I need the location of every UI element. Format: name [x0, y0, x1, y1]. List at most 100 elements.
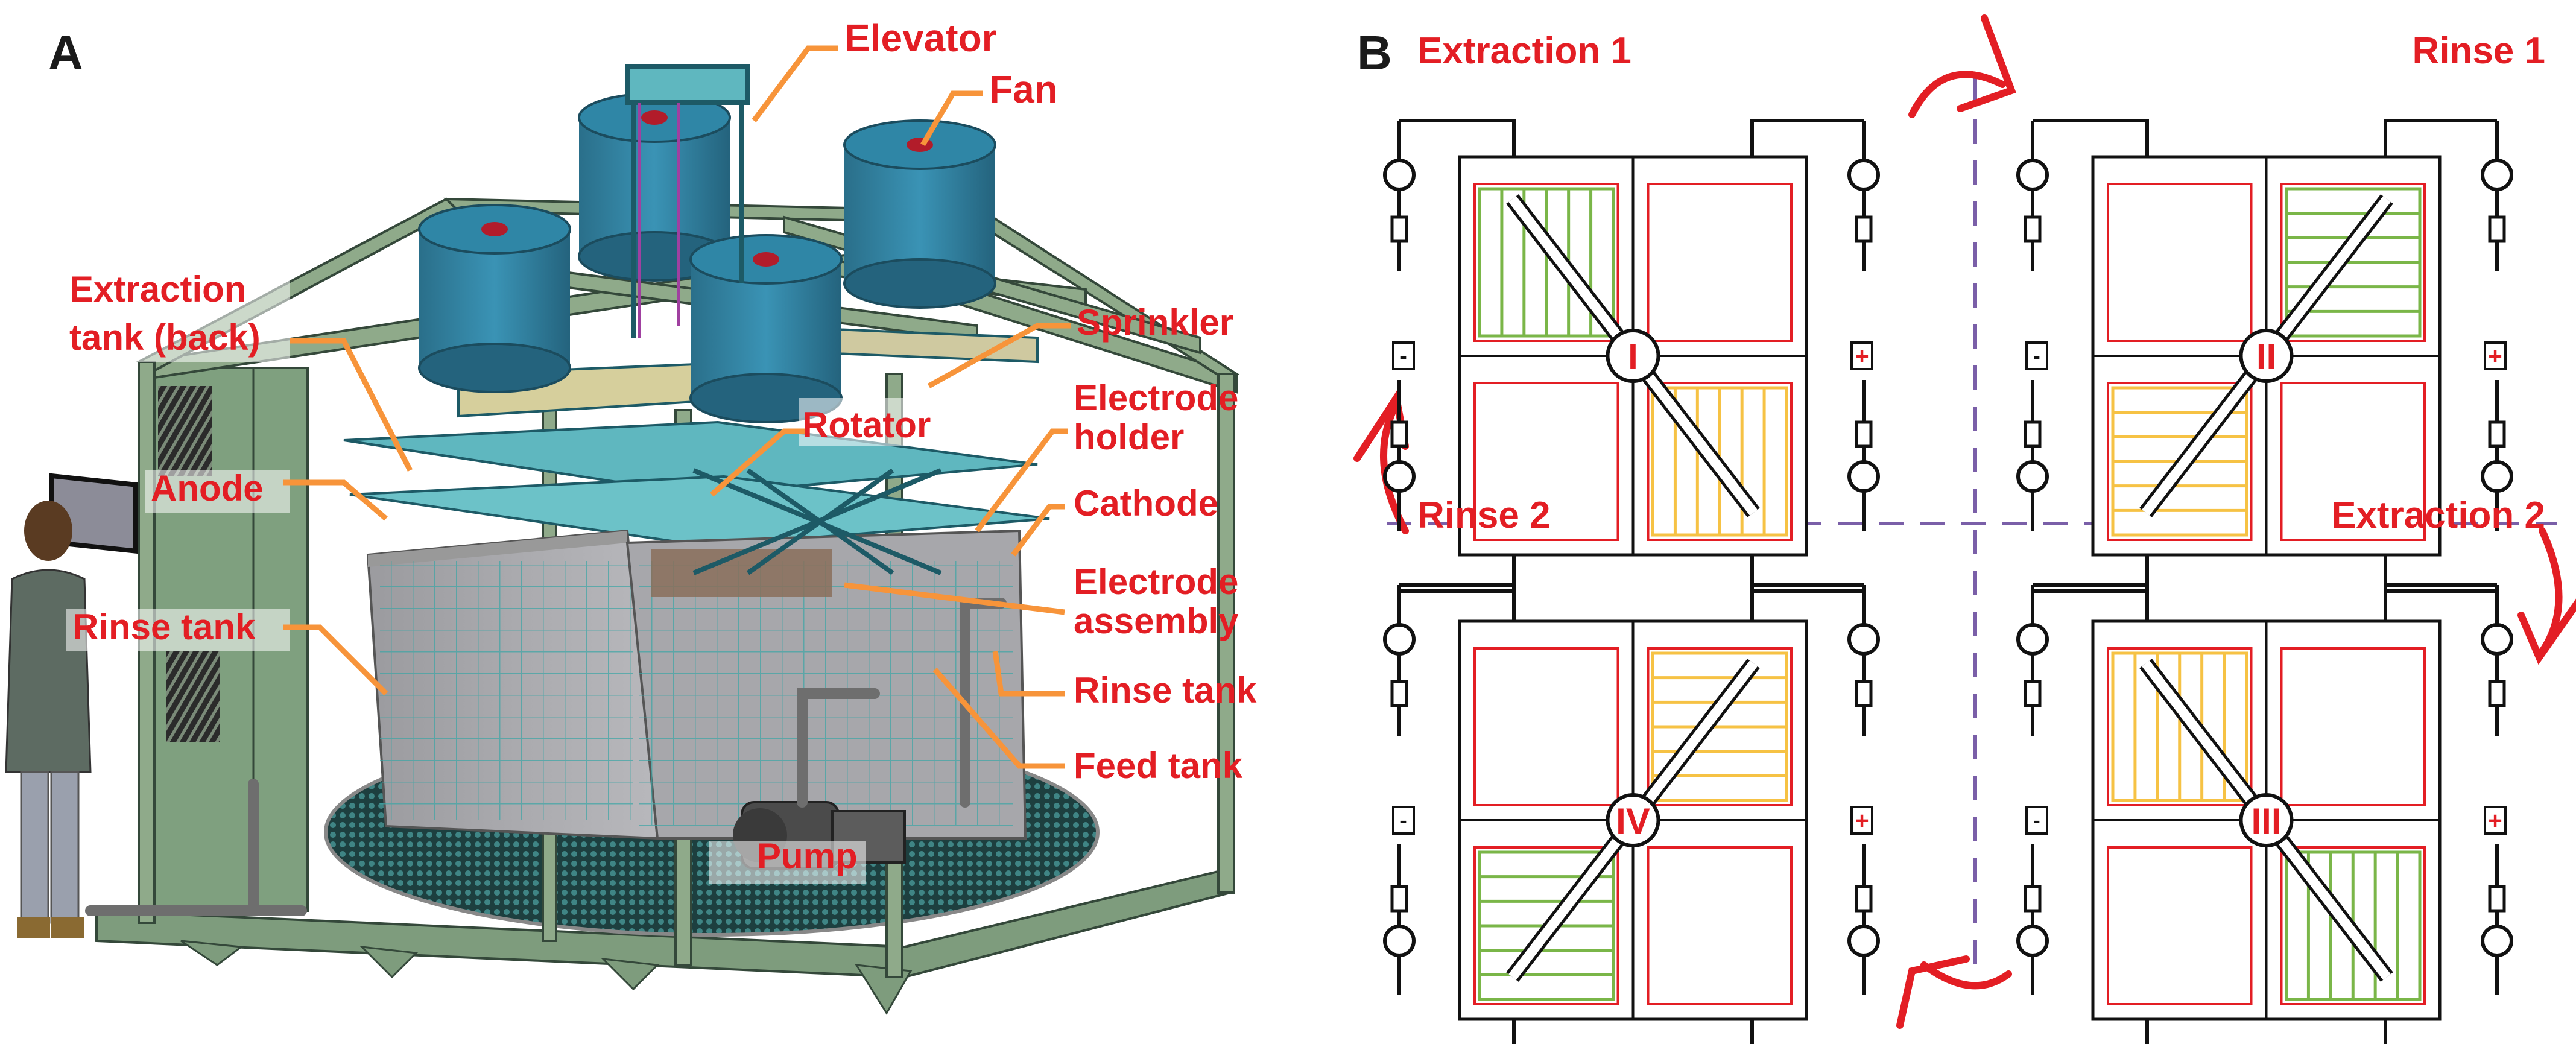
stage-numeral: I: [1628, 337, 1638, 377]
terminal-box: [1392, 341, 1415, 370]
tank-cell: [1473, 183, 1619, 342]
panel-b-letter: B: [1357, 26, 1392, 80]
label-electrode-assembly-line2: assembly: [1074, 601, 1239, 641]
valve-icon: [2488, 885, 2506, 913]
leader-lines: [283, 45, 1071, 769]
label-sprinkler: Sprinkler: [1077, 302, 1233, 343]
quadrant-title: Rinse 2: [1417, 495, 1551, 536]
valve-icon: [1855, 215, 1873, 243]
terminal-box: [2484, 341, 2507, 370]
tank-cell: [1647, 647, 1793, 806]
quadrant-title: Rinse 1: [2412, 30, 2545, 72]
label-cathode: Cathode: [1074, 483, 1218, 524]
pump-icon: [1847, 925, 1880, 957]
tank-cell: [2280, 846, 2426, 1005]
stage-numeral: II: [2256, 337, 2276, 377]
pipe-top: [2033, 583, 2149, 621]
elevator-tower: [625, 64, 750, 338]
arrow-top: [1908, 71, 2006, 118]
terminal-box: [2484, 806, 2507, 835]
quadrant-title: Extraction 1: [1417, 30, 1631, 72]
valve-icon: [1855, 885, 1873, 913]
electrode-assembly-frame: [692, 468, 942, 575]
label-extraction-tank-line2: tank (back): [69, 317, 261, 358]
tank-cell: [2280, 183, 2426, 342]
pump-icon: [2016, 460, 2049, 493]
panel-b-svg: B Extraction 1I-+Rinse 1II-+Rinse 2IV-+E…: [1353, 14, 2576, 1044]
pipe-bottom: [2145, 1019, 2149, 1044]
terminal-box: [2025, 341, 2048, 370]
pump-icon: [1847, 623, 1880, 656]
valve-manifold-right: [1750, 119, 1880, 593]
rotator-hub: [1606, 793, 1660, 847]
negative-terminal: -: [2025, 341, 2048, 370]
fan-4: [689, 234, 843, 423]
tank-cell: [2280, 382, 2426, 541]
pump-icon: [1847, 460, 1880, 493]
pipe-top: [1750, 583, 1864, 621]
operator-figure: [5, 473, 138, 938]
label-fan: Fan: [989, 68, 1058, 111]
pump-icon: [2016, 159, 2049, 191]
pump-icon: [1383, 623, 1416, 656]
pipe-bottom: [1750, 1019, 1754, 1044]
plus-icon: +: [2488, 808, 2502, 834]
tank-cell: [2280, 647, 2426, 806]
stage-numeral: IV: [1616, 801, 1650, 841]
label-electrode-holder-line1: Electrode: [1074, 378, 1238, 418]
panel-a-letter: A: [48, 26, 83, 80]
fan-units: [418, 92, 996, 423]
quadrant-rinse-2: Rinse 2 IV - +: [1383, 495, 1880, 1044]
anode-electrode: [2285, 850, 2422, 1001]
valve-icon: [1390, 215, 1408, 243]
pipe-bottom: [1512, 1019, 1516, 1044]
valve-icon: [1390, 680, 1408, 707]
tank-cell: [1473, 846, 1619, 1005]
positive-terminal: +: [1850, 341, 1873, 370]
negative-terminal: -: [1392, 341, 1415, 370]
positive-terminal: +: [2484, 341, 2507, 370]
terminal-box: [1850, 806, 1873, 835]
label-elevator: Elevator: [844, 16, 997, 60]
valve-icon: [1855, 680, 1873, 707]
pump-icon: [1383, 460, 1416, 493]
rotator-hub: [1606, 329, 1660, 383]
plus-icon: +: [1855, 808, 1869, 834]
label-anode: Anode: [151, 468, 264, 508]
valve-icon: [2024, 680, 2042, 707]
plus-icon: +: [1855, 343, 1869, 370]
valve-icon: [2024, 215, 2042, 243]
valve-icon: [1390, 420, 1408, 448]
tank-cell: [2107, 846, 2253, 1005]
stage-numeral: III: [2251, 801, 2281, 841]
tank-cell: [1647, 846, 1793, 1005]
panel-a-equipment-render: A: [5, 16, 1257, 1015]
positive-terminal: +: [1850, 806, 1873, 835]
plus-icon: +: [2488, 343, 2502, 370]
positive-terminal: +: [2484, 806, 2507, 835]
pipe-top: [2033, 119, 2149, 157]
label-rotator: Rotator: [802, 405, 931, 445]
pipe-top: [1750, 119, 1864, 157]
label-rinse-tank-left: Rinse tank: [72, 607, 256, 647]
fan-2: [843, 119, 996, 309]
tank-cell: [1473, 382, 1619, 541]
pump-icon: [2481, 623, 2513, 656]
valve-manifold-left: [1383, 583, 1516, 1044]
valve-icon: [1390, 885, 1408, 913]
valve-icon: [2488, 215, 2506, 243]
pump-icon: [2481, 925, 2513, 957]
terminal-box: [2025, 806, 2048, 835]
quadrants: Extraction 1I-+Rinse 1II-+Rinse 2IV-+Ext…: [1383, 30, 2545, 1044]
pump-icon: [1383, 159, 1416, 191]
label-backdrops: [66, 265, 962, 884]
label-feed-tank: Feed tank: [1074, 745, 1243, 786]
tank-cell: [2107, 647, 2253, 806]
pump-icon: [2016, 925, 2049, 957]
rotator-hub: [2239, 329, 2294, 383]
negative-terminal: -: [1392, 806, 1415, 835]
tank-cell: [2107, 382, 2253, 541]
pipe-top: [1399, 119, 1516, 157]
label-pump: Pump: [757, 836, 858, 876]
